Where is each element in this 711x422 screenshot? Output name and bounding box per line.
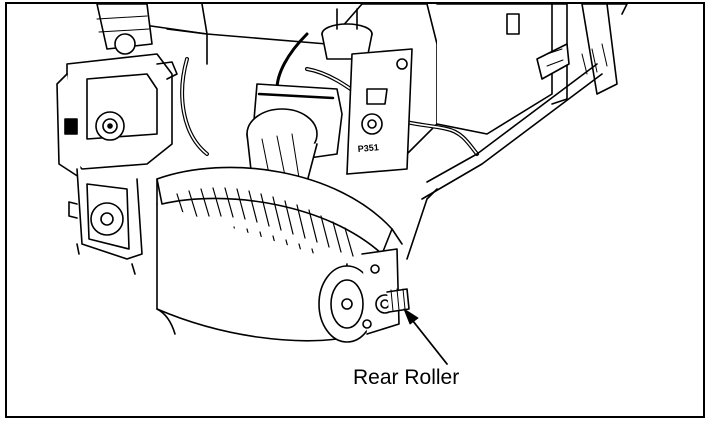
rear-roller-body: [156, 203, 400, 343]
machine-illustration: P351: [56, 4, 628, 365]
module-label: P351: [357, 142, 379, 154]
rear-roller-callout: Rear Roller: [353, 366, 460, 389]
cable-harness: [180, 32, 479, 156]
figure-frame: P351: [5, 2, 705, 418]
duct-housing: [246, 8, 373, 183]
side-rail: [406, 63, 603, 260]
rear-roller-shaft: [386, 288, 410, 313]
bracket-plate: [346, 48, 413, 175]
motor-assembly: [56, 4, 178, 275]
callout-arrow: [403, 308, 448, 365]
upper-housing: [126, 4, 628, 175]
